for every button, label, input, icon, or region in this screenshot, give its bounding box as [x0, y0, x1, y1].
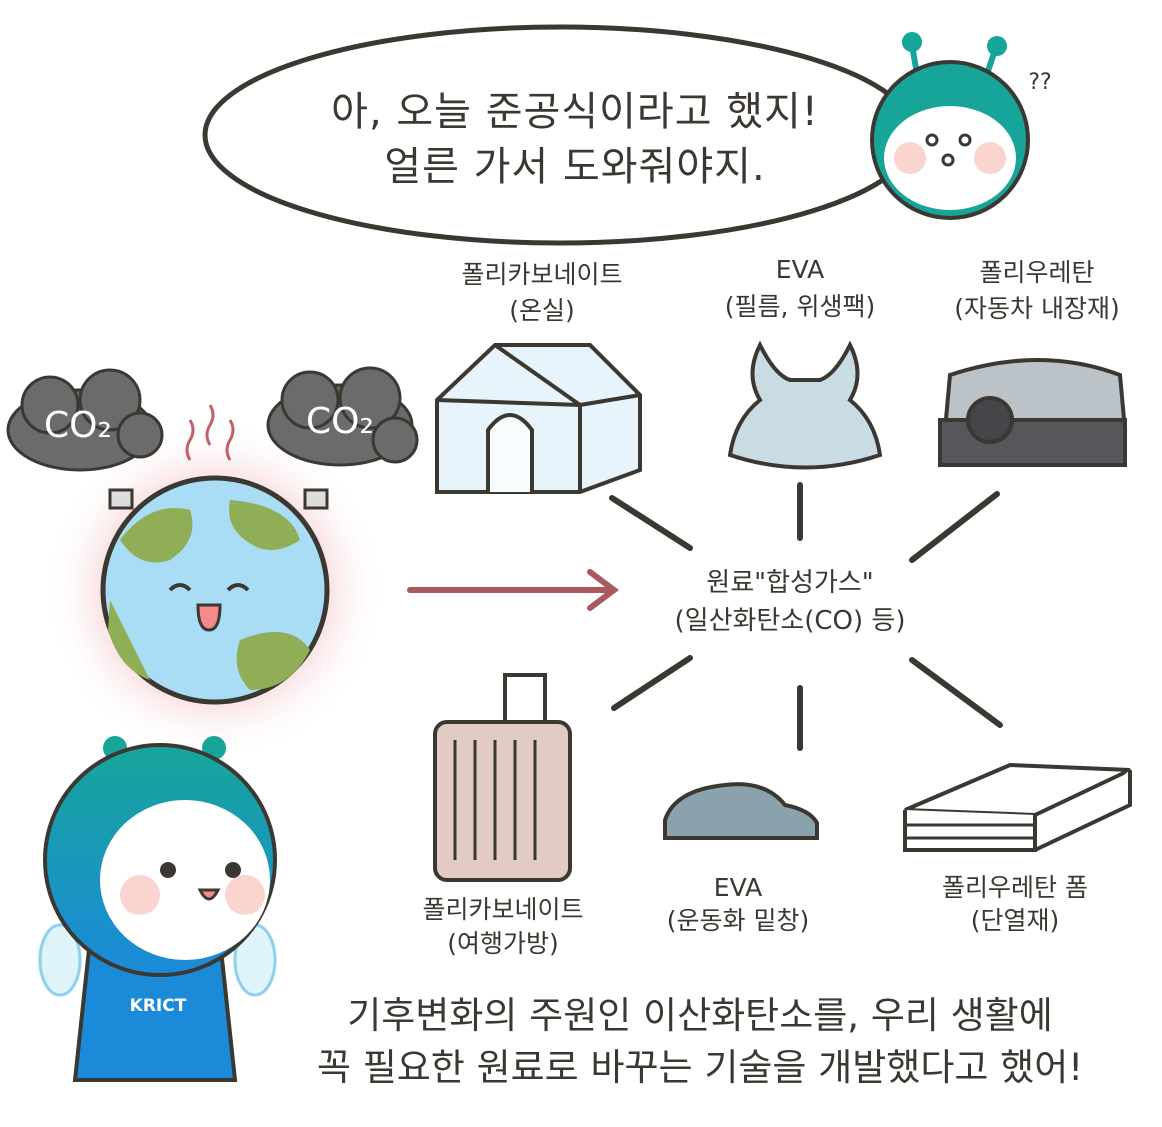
sneaker — [663, 782, 819, 840]
product-label: 폴리우레탄 폼 — [942, 873, 1088, 902]
product-label: 폴리카보네이트 — [461, 260, 623, 289]
product-sublabel: (자동차 내장재) — [954, 294, 1120, 323]
connector-lines — [609, 482, 1003, 751]
syngas-sublabel: (일산화탄소(CO) 등) — [674, 606, 906, 636]
product-label: EVA — [775, 255, 825, 284]
mascot-krict — [38, 736, 277, 1082]
product-label: 폴리우레탄 — [979, 258, 1095, 287]
co2-cloud-right — [266, 366, 419, 467]
product-sublabel: (운동화 밑창) — [666, 906, 810, 935]
question-marks: ?? — [1028, 70, 1052, 95]
greenhouse — [435, 343, 642, 494]
product-sublabel: (단열재) — [970, 906, 1060, 935]
suitcase — [433, 673, 572, 882]
car-dashboard — [938, 358, 1128, 467]
product-label: 폴리카보네이트 — [422, 895, 584, 924]
earth-globe — [100, 475, 330, 705]
co2-cloud-left — [6, 368, 164, 472]
plastic-bag — [727, 340, 883, 470]
product-sublabel: (여행가방) — [447, 929, 559, 958]
arrow-right — [407, 569, 619, 611]
insulation-foam — [903, 762, 1132, 852]
syngas-label: 원료"합성가스" — [706, 568, 874, 598]
product-sublabel: (필름, 위생팩) — [724, 292, 876, 321]
mascot-head-top — [870, 32, 1030, 220]
caption-line-2: 꼭 필요한 원료로 바꾸는 기술을 개발했다고 했어! — [316, 1046, 1084, 1089]
co2-label-left: CO₂ — [44, 405, 112, 446]
speech-line-2: 얼른 가서 도와줘야지. — [384, 144, 766, 190]
speech-line-1: 아, 오늘 준공식이라고 했지! — [331, 89, 819, 135]
co2-label-right: CO₂ — [306, 401, 374, 442]
caption-line-1: 기후변화의 주원인 이산화탄소를, 우리 생활에 — [347, 994, 1053, 1037]
shirt-logo: KRICT — [129, 996, 187, 1016]
product-sublabel: (온실) — [509, 296, 575, 325]
product-label: EVA — [713, 873, 763, 902]
